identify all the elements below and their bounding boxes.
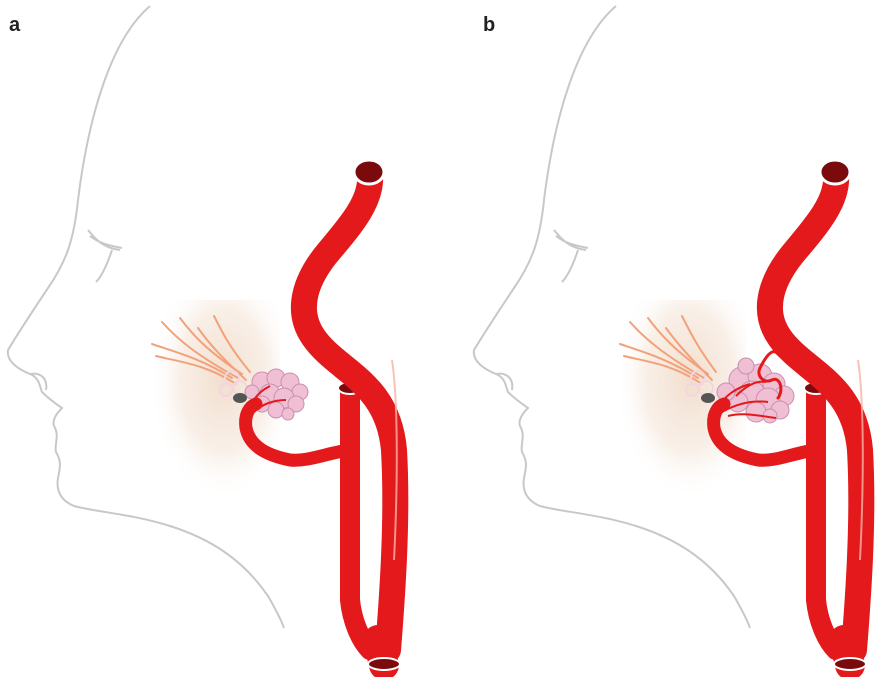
duct-orifice [701, 393, 715, 403]
internal-carotid-cut-top [354, 160, 384, 184]
external-carotid-artery [816, 392, 836, 650]
internal-carotid-cut-top [820, 160, 850, 184]
common-carotid-cut-bottom [834, 658, 866, 670]
eye-outline [88, 230, 122, 282]
duct-orifice [233, 393, 247, 403]
common-carotid-cut-bottom [368, 658, 400, 670]
panel-a: a [0, 0, 447, 677]
diagram-svg [0, 0, 447, 677]
diagram-svg [446, 0, 893, 677]
panel-b: b [446, 0, 893, 677]
external-carotid-artery [350, 392, 370, 650]
eye-outline [554, 230, 588, 282]
